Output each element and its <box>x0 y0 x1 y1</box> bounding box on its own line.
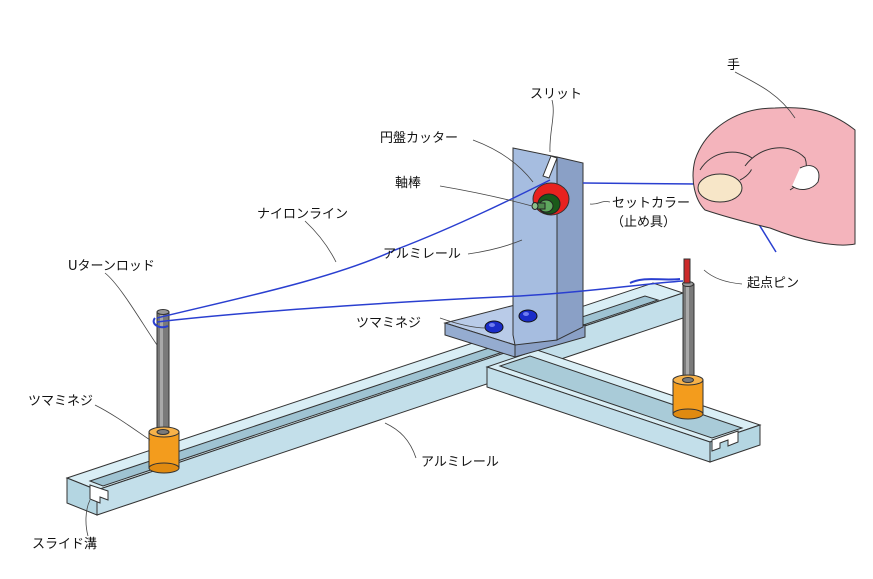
label-shaft: 軸棒 <box>395 176 422 191</box>
label-set-collar-note: （止め具） <box>611 215 677 230</box>
u-turn-rod-assembly <box>148 309 180 474</box>
label-start-pin: 起点ピン <box>747 276 800 291</box>
label-aluminum-rail-lower: アルミレール <box>421 455 499 470</box>
start-pin-assembly <box>672 258 704 420</box>
label-u-turn-rod: Uターンロッド <box>68 259 155 274</box>
label-hand: 手 <box>727 58 741 73</box>
label-thumbscrew-center: ツマミネジ <box>356 316 422 331</box>
label-slit: スリット <box>530 87 583 102</box>
disc-cutter-assembly <box>531 182 570 216</box>
label-thumbscrew-left: ツマミネジ <box>28 394 94 409</box>
thumbscrews-center <box>484 309 538 334</box>
label-slide-groove: スライド溝 <box>32 537 98 552</box>
label-set-collar: セットカラー <box>612 196 691 211</box>
hand-illustration <box>692 107 856 246</box>
label-disc-cutter: 円盤カッター <box>380 131 459 146</box>
label-aluminum-rail-upper: アルミレール <box>383 247 461 262</box>
leader-lines <box>85 71 796 537</box>
nylon-line <box>152 179 777 329</box>
label-nylon-line: ナイロンライン <box>257 207 349 222</box>
cross-aluminum-rail <box>485 349 762 463</box>
